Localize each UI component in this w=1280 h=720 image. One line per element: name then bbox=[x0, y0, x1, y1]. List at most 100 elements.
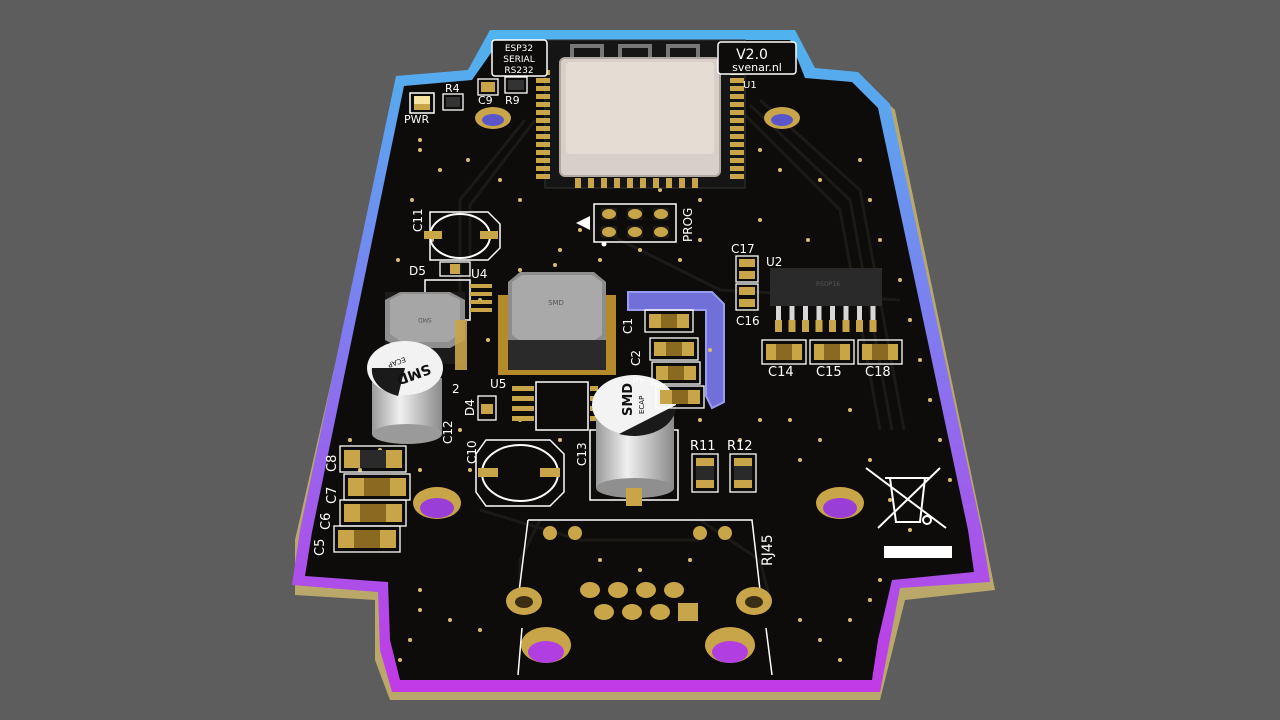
u2-pin bbox=[843, 306, 849, 330]
cap-pad bbox=[338, 530, 354, 548]
prog-pin-ring bbox=[654, 227, 668, 237]
capacitor-stack-c1-c3 bbox=[644, 309, 705, 409]
via bbox=[738, 438, 742, 442]
rj45-pin bbox=[664, 582, 684, 598]
via bbox=[418, 588, 422, 592]
c9-designator: C9 bbox=[478, 94, 493, 107]
c8-designator: C8 bbox=[325, 455, 340, 472]
u2-pad bbox=[788, 320, 796, 332]
via bbox=[758, 218, 762, 222]
via bbox=[898, 278, 902, 282]
electrolytic-cap-left: SMD ECAP bbox=[367, 341, 443, 444]
via-field bbox=[348, 138, 952, 662]
esp32-pin bbox=[679, 178, 685, 188]
via bbox=[466, 158, 470, 162]
c1-designator: C1 bbox=[621, 318, 635, 334]
esp32-pin bbox=[536, 158, 550, 163]
u2-pin bbox=[870, 306, 876, 330]
via bbox=[798, 618, 802, 622]
via bbox=[868, 458, 872, 462]
via bbox=[948, 478, 952, 482]
esp32-pin bbox=[536, 86, 550, 91]
resistor-r11 bbox=[691, 453, 719, 493]
via bbox=[838, 658, 842, 662]
cap-pad bbox=[649, 314, 661, 328]
rj45-pin bbox=[622, 604, 642, 620]
d5-designator: D5 bbox=[409, 264, 426, 278]
u2-pad bbox=[802, 320, 809, 332]
esp32-pin bbox=[536, 126, 550, 131]
inductor-u5: SMD bbox=[498, 272, 616, 375]
cap-pad bbox=[344, 504, 360, 522]
via bbox=[868, 598, 872, 602]
c17-designator: C17 bbox=[731, 242, 755, 256]
via bbox=[778, 168, 782, 172]
via bbox=[498, 178, 502, 182]
via bbox=[928, 398, 932, 402]
prog-pin-ring bbox=[602, 227, 616, 237]
via bbox=[868, 198, 872, 202]
capacitor-c17 bbox=[735, 255, 759, 283]
label-serial: SERIAL bbox=[503, 55, 534, 65]
via bbox=[410, 198, 414, 202]
d4-designator: D4 bbox=[463, 399, 477, 416]
c5-designator: C5 bbox=[313, 539, 328, 556]
prog-label: PROG bbox=[681, 208, 695, 242]
via bbox=[396, 258, 400, 262]
u5-pin bbox=[512, 416, 534, 421]
via bbox=[878, 238, 882, 242]
label-rs232: RS232 bbox=[504, 66, 533, 76]
u2-pin bbox=[816, 306, 822, 330]
mount-hole bbox=[528, 641, 564, 663]
cap-pad bbox=[380, 530, 396, 548]
esp32-pin bbox=[536, 142, 550, 147]
cap-pad bbox=[386, 450, 402, 468]
c10-designator: C10 bbox=[465, 440, 479, 464]
module-designator: U1 bbox=[743, 80, 757, 91]
esp32-pin bbox=[730, 86, 744, 91]
u4-designator: U4 bbox=[471, 267, 487, 281]
esp32-pin bbox=[730, 174, 744, 179]
diode-d5 bbox=[439, 261, 471, 277]
esp32-pin bbox=[730, 78, 744, 83]
version-box: V2.0 svenar.nl bbox=[717, 41, 797, 75]
c12-designator: C12 bbox=[441, 420, 455, 444]
esp32-pin bbox=[730, 110, 744, 115]
pwr-led bbox=[409, 92, 435, 114]
via bbox=[888, 498, 892, 502]
capacitor-c16 bbox=[735, 283, 759, 311]
mount-hole bbox=[823, 498, 857, 518]
cap-pad bbox=[390, 478, 406, 496]
u4-pin bbox=[470, 300, 492, 304]
esp32-pin bbox=[588, 178, 594, 188]
u5-pin bbox=[512, 406, 534, 411]
c2-designator: C2 bbox=[629, 350, 643, 366]
via bbox=[818, 438, 822, 442]
r12-designator: R12 bbox=[727, 439, 753, 454]
via bbox=[558, 248, 562, 252]
via bbox=[698, 238, 702, 242]
via bbox=[518, 268, 522, 272]
via bbox=[558, 438, 562, 442]
via bbox=[418, 608, 422, 612]
weee-bar bbox=[884, 546, 952, 558]
esp32-pin bbox=[730, 166, 744, 171]
esp32-pin bbox=[692, 178, 698, 188]
u5-designator: U5 bbox=[490, 377, 506, 391]
esp32-pin bbox=[730, 126, 744, 131]
inductor-u5-text: SMD bbox=[548, 299, 564, 307]
cap-pad bbox=[766, 344, 776, 360]
r9-designator: R9 bbox=[505, 94, 520, 107]
via bbox=[878, 578, 882, 582]
via bbox=[908, 528, 912, 532]
esp32-pin bbox=[730, 150, 744, 155]
two-designator: 2 bbox=[452, 382, 460, 396]
mount-hole bbox=[712, 641, 748, 663]
u5-pin bbox=[512, 386, 534, 391]
r4-designator: R4 bbox=[445, 82, 460, 95]
cap-outline bbox=[809, 339, 855, 365]
via bbox=[638, 248, 642, 252]
esp32-pin bbox=[730, 158, 744, 163]
via bbox=[638, 568, 642, 572]
version-text: V2.0 bbox=[736, 47, 768, 63]
